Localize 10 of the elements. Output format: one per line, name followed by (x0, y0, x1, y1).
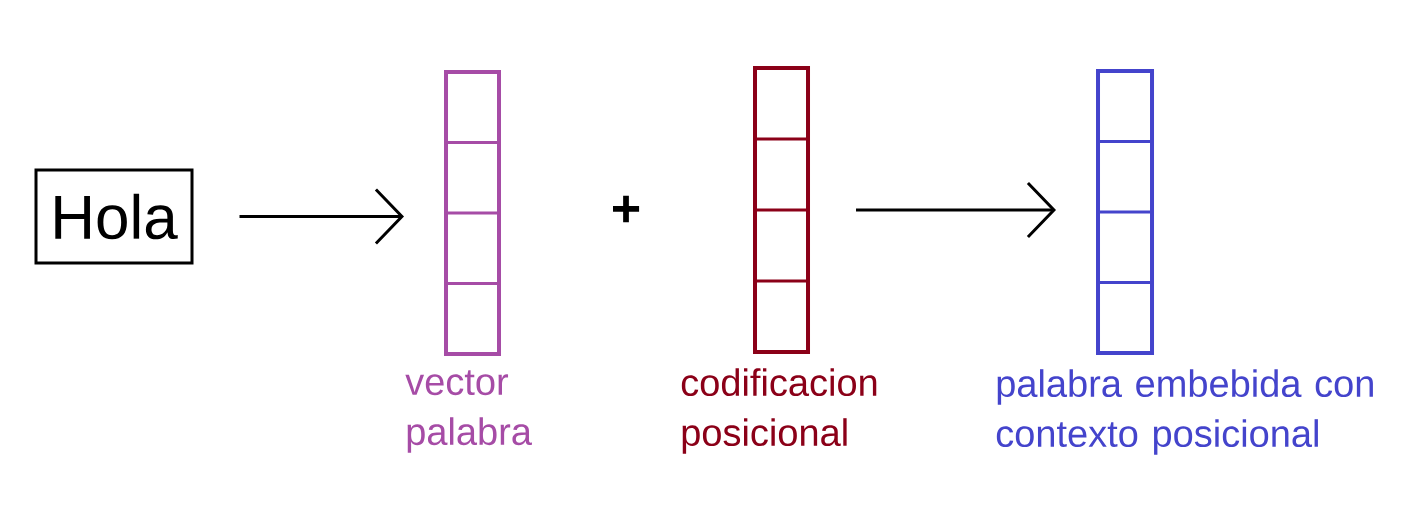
vector-caption: vector palabra (405, 370, 532, 453)
vector-caption: palabra embebida con contexto posicional (996, 369, 1373, 455)
vector-column (444, 70, 501, 356)
vector-caption: codificacion posicional (681, 368, 877, 454)
vector-column (753, 66, 810, 354)
plus-sign: + (613, 195, 640, 223)
arrow (856, 181, 1056, 239)
arrow (239, 188, 404, 245)
vector-column (1096, 69, 1154, 355)
word-box: Hola (34, 168, 194, 265)
